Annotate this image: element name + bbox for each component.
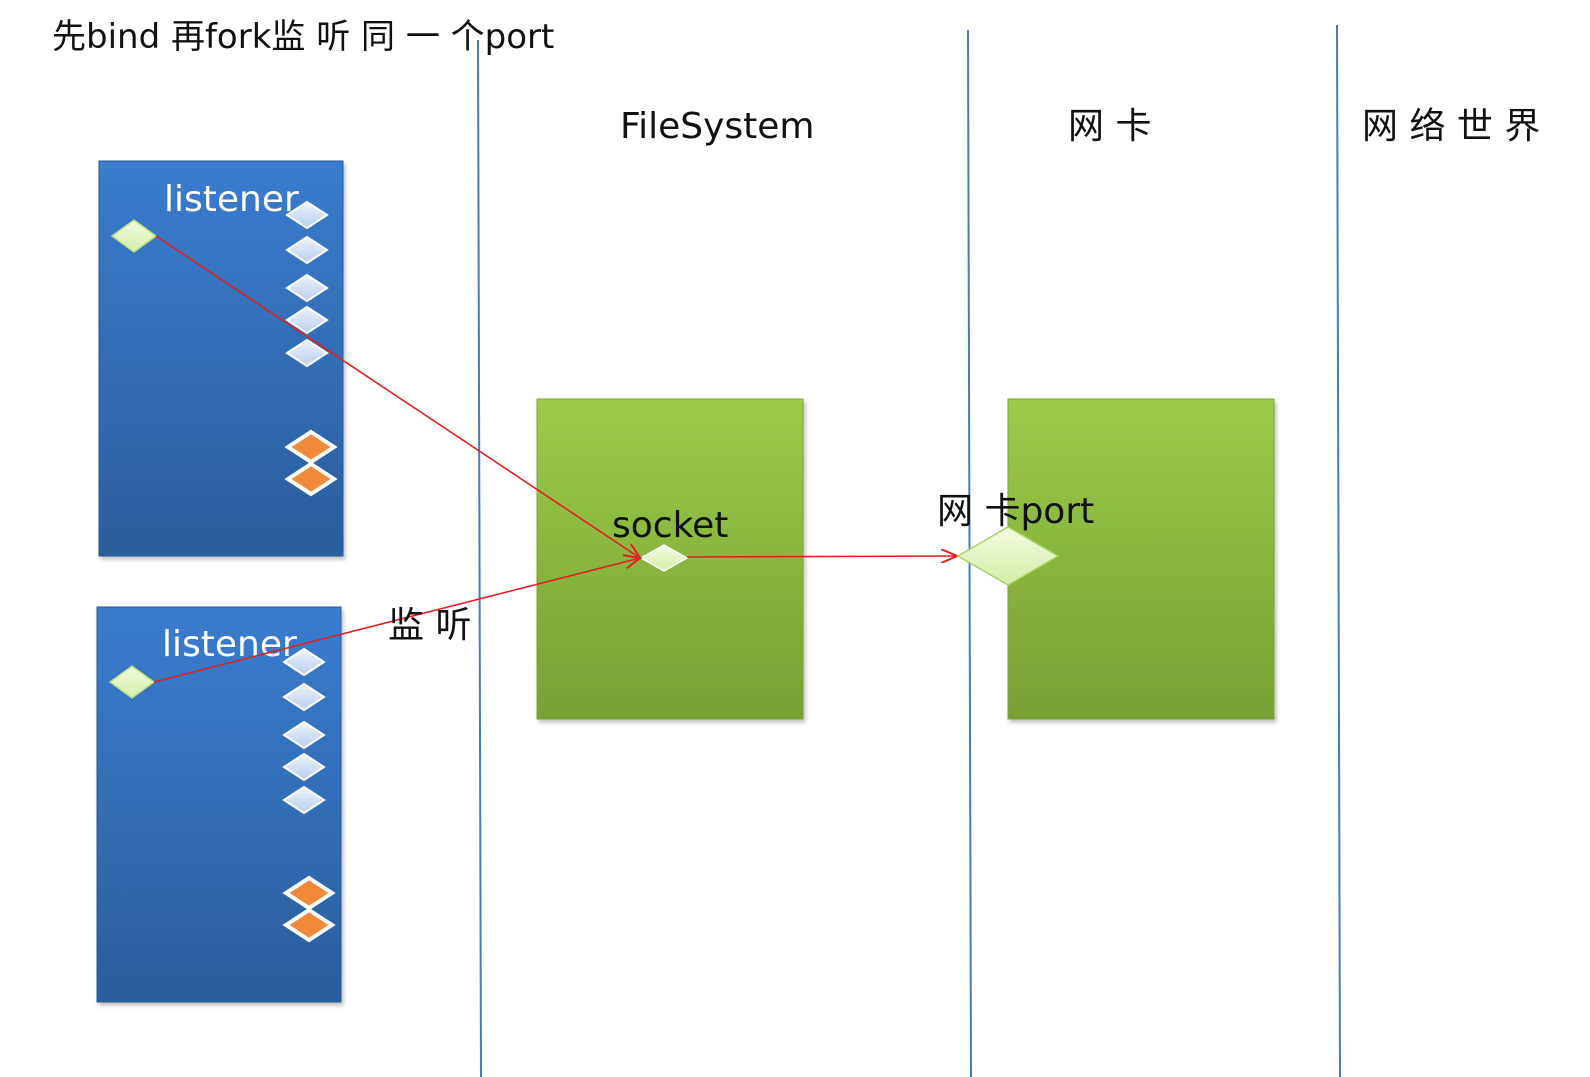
socket-label: socket — [612, 505, 728, 546]
arrow-socket-to-nic-port — [686, 556, 957, 557]
slot-diamond-icon — [282, 752, 326, 782]
nic-port-label: 网 卡port — [937, 491, 1094, 532]
slot-diamond-icon — [285, 273, 329, 303]
arrow-listener1-to-socket — [155, 235, 640, 558]
process-box-2: listener — [96, 606, 342, 1003]
column-header-filesystem: FileSystem — [620, 106, 814, 147]
socket-diamond-icon — [639, 544, 689, 572]
column-header-nic: 网 卡 — [1068, 106, 1151, 147]
listen-label: 监 听 — [388, 605, 471, 646]
slot-diamond-icon — [282, 647, 326, 677]
orange-diamond-icon — [282, 875, 336, 911]
slot-diamond-icon — [282, 720, 326, 750]
arrow-listener2-to-socket — [153, 558, 640, 683]
orange-diamond-icon — [284, 461, 338, 497]
divider-line-3 — [1336, 24, 1341, 1077]
orange-diamond-icon — [282, 907, 336, 943]
divider-line-1 — [477, 39, 482, 1077]
slot-diamond-icon — [282, 785, 326, 815]
column-header-network-world: 网 络 世 界 — [1362, 106, 1540, 147]
process-label-1: listener — [164, 179, 299, 220]
orange-diamond-icon — [284, 429, 338, 465]
process-box-1: listener — [98, 160, 344, 557]
slot-diamond-icon — [285, 338, 329, 368]
nic-port-diamond-icon — [956, 526, 1060, 586]
slot-diamond-icon — [282, 682, 326, 712]
slot-diamond-icon — [285, 235, 329, 265]
process-label-2: listener — [162, 624, 297, 665]
slot-diamond-icon — [285, 305, 329, 335]
slot-diamond-icon — [285, 200, 329, 230]
diagram-title: 先bind 再fork监 听 同 一 个port — [52, 17, 554, 57]
